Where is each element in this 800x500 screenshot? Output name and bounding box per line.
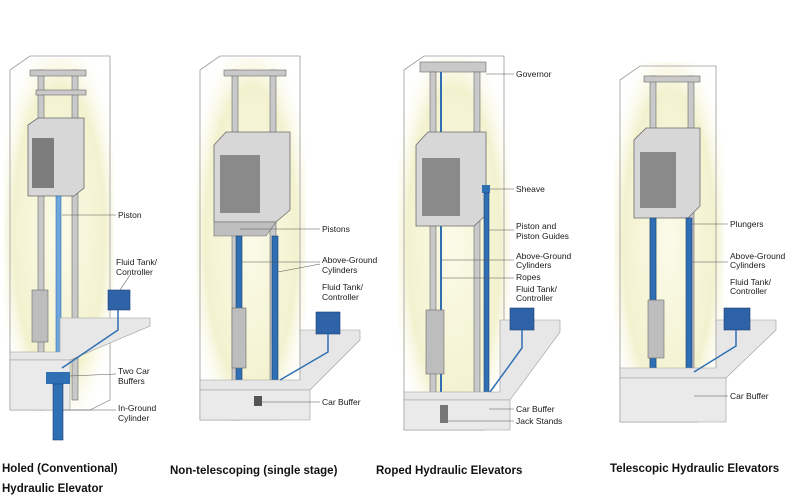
hoistway-door	[425, 309, 445, 375]
car-door-opening	[422, 158, 460, 216]
label-above-ground: Above-Ground	[322, 255, 378, 265]
label-controller: Controller	[730, 286, 767, 296]
pit-block	[619, 377, 727, 423]
label-cylinders: Cylinders	[730, 260, 765, 270]
fluid-tank	[107, 289, 131, 311]
pit-block	[403, 399, 511, 431]
governor-frame	[419, 61, 487, 73]
label-cylinder: Cylinder	[118, 413, 149, 423]
label-in-ground: In-Ground	[118, 403, 157, 413]
label-ropes: Ropes	[516, 272, 541, 282]
panel-roped-hydraulic: Governor Sheave Piston and Piston Guides…	[376, 55, 572, 477]
label-cylinders: Cylinders	[516, 260, 551, 270]
hoistway-door	[647, 299, 665, 359]
shaft-glow	[614, 62, 724, 422]
label-above-ground: Above-Ground	[730, 251, 786, 261]
sheave	[482, 185, 490, 193]
guide-rail-right	[473, 71, 481, 423]
label-controller: Controller	[322, 292, 359, 302]
hydraulic-line	[489, 330, 523, 393]
top-beam-2	[35, 89, 87, 96]
label-plungers: Plungers	[730, 219, 764, 229]
caption-telescopic: Telescopic Hydraulic Elevators	[610, 463, 779, 475]
hydraulic-line	[693, 330, 737, 373]
label-governor: Governor	[516, 69, 552, 79]
label-fluid-tank: Fluid Tank/	[322, 282, 364, 292]
hydraulic-line	[279, 334, 329, 381]
label-buffers: Buffers	[118, 376, 145, 386]
caption-non-telescoping: Non-telescoping (single stage)	[170, 465, 338, 477]
shaft-glow	[398, 58, 510, 428]
label-fluid-tank: Fluid Tank/	[730, 277, 772, 287]
hoistway-door	[231, 307, 247, 369]
rope-left	[440, 72, 442, 422]
label-piston-guides: Piston Guides	[516, 231, 569, 241]
label-jack-stands: Jack Stands	[516, 416, 562, 426]
car-door-opening	[640, 152, 676, 208]
label-pistons: Pistons	[322, 224, 350, 234]
car-door-opening	[220, 155, 260, 213]
hoistway-door	[31, 289, 49, 343]
label-cylinders: Cylinders	[322, 265, 357, 275]
caption-roped: Roped Hydraulic Elevators	[376, 465, 522, 477]
label-controller: Controller	[516, 293, 553, 303]
panel-holed-conventional: Piston Fluid Tank/ Controller Two Car Bu…	[2, 55, 158, 495]
piston-guide	[483, 192, 490, 414]
label-two-car: Two Car	[118, 366, 150, 376]
label-controller: Controller	[116, 267, 153, 277]
leader-cylinders-2	[277, 263, 321, 273]
shaft-glow	[196, 58, 306, 418]
label-car-buffer: Car Buffer	[322, 397, 361, 407]
car-door-opening	[32, 138, 54, 188]
label-sheave: Sheave	[516, 184, 545, 194]
label-fluid-tank: Fluid Tank/	[116, 257, 158, 267]
leader-tank	[119, 274, 131, 291]
label-fluid-tank: Fluid Tank/	[516, 284, 558, 294]
top-beam	[29, 69, 87, 77]
top-beam	[643, 75, 701, 83]
fluid-tank	[315, 311, 341, 335]
label-car-buffer: Car Buffer	[730, 391, 769, 401]
panel-non-telescoping: Pistons Above-Ground Cylinders Fluid Tan…	[170, 55, 378, 477]
caption-holed-extra: Hydraulic Elevator	[2, 483, 104, 495]
label-piston: Piston	[118, 210, 142, 220]
label-piston-and: Piston and	[516, 221, 556, 231]
car-buffer	[254, 396, 262, 406]
jack-stands	[440, 405, 448, 423]
label-above-ground: Above-Ground	[516, 251, 572, 261]
leader-buffers	[69, 373, 117, 377]
panel-telescopic: Plungers Above-Ground Cylinders Fluid Ta…	[610, 62, 786, 475]
caption-holed: Holed (Conventional)	[2, 463, 118, 475]
fluid-tank	[509, 307, 535, 331]
fluid-tank	[723, 307, 751, 331]
car-buffers	[46, 372, 70, 384]
top-beam	[223, 69, 287, 77]
piston-right	[271, 235, 279, 402]
in-ground-cylinder	[52, 383, 64, 441]
hydraulic-line	[61, 310, 119, 369]
label-car-buffer: Car Buffer	[516, 404, 555, 414]
